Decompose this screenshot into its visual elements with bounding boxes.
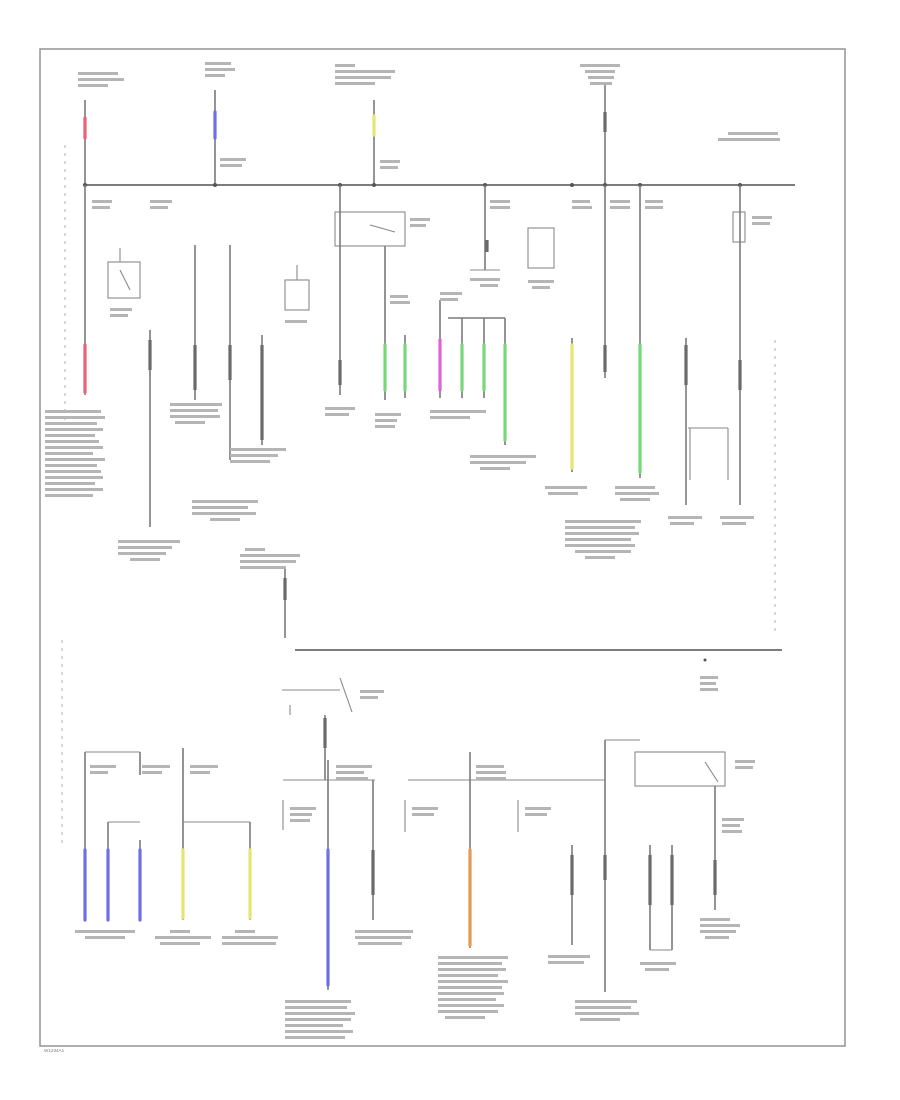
relay-box-bottom	[634, 751, 726, 787]
fuse-right	[732, 211, 746, 243]
bottom-branches	[83, 739, 726, 992]
top-branches	[83, 185, 776, 632]
switch-box	[334, 211, 406, 247]
relay-box	[107, 261, 141, 299]
middle-bus	[61, 568, 782, 845]
figure-code: W1234A1	[44, 1048, 65, 1053]
small-relay	[284, 279, 310, 311]
relay-box-right	[527, 227, 555, 269]
diagram-frame	[39, 48, 846, 1047]
label-blocks	[45, 62, 780, 1039]
power-source-feeds	[64, 85, 607, 420]
